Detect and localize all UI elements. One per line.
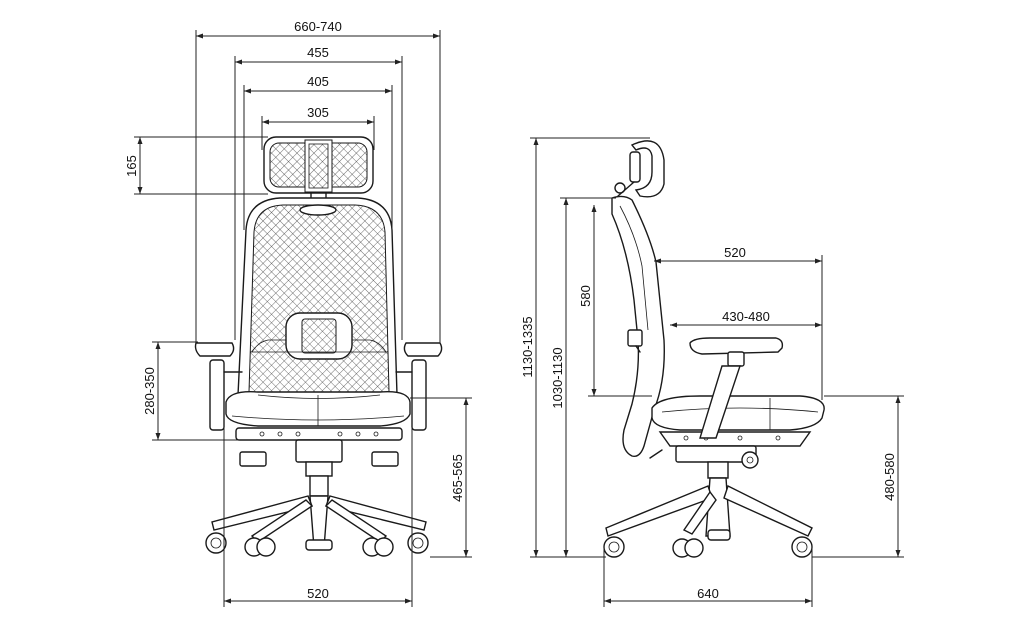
dim-label-headrest-width: 305 bbox=[307, 105, 329, 120]
dim-back-height: 1030-1130 bbox=[550, 197, 616, 557]
dim-base-width: 520 bbox=[223, 400, 413, 607]
dim-headrest-width: 305 bbox=[261, 105, 375, 150]
front-view: 660-740 455 405 305 165 bbox=[124, 19, 472, 607]
side-armrest bbox=[689, 337, 784, 439]
dim-label-headrest-height: 165 bbox=[124, 155, 139, 177]
dim-backrest-inner-width: 405 bbox=[243, 74, 393, 230]
dim-headrest-height: 165 bbox=[124, 136, 268, 195]
dim-overall-height: 1130-1335 bbox=[520, 137, 650, 558]
dim-label-seat-height-front: 465-565 bbox=[450, 454, 465, 502]
side-base bbox=[603, 461, 813, 558]
dim-backrest-height: 580 bbox=[578, 205, 652, 397]
dim-label-overall-height: 1130-1335 bbox=[520, 316, 535, 377]
front-backrest bbox=[237, 197, 398, 396]
front-base bbox=[205, 461, 429, 557]
dim-seat-height-side: 480-580 bbox=[812, 395, 904, 558]
dim-seat-depth: 520 bbox=[654, 245, 823, 400]
dim-label-backrest-height: 580 bbox=[578, 285, 593, 307]
dim-label-base-width: 520 bbox=[307, 586, 329, 601]
dim-label-overall-width: 660-740 bbox=[294, 19, 342, 34]
dim-label-armrest-height: 280-350 bbox=[142, 367, 157, 415]
dim-label-backrest-width: 455 bbox=[307, 45, 329, 60]
side-view: 1130-1335 1030-1130 580 520 430-480 bbox=[520, 137, 904, 607]
side-headrest bbox=[613, 140, 665, 207]
front-armrests bbox=[194, 342, 443, 431]
dim-label-back-height: 1030-1130 bbox=[550, 347, 565, 408]
dim-seat-height-front: 465-565 bbox=[410, 397, 472, 558]
front-headrest bbox=[263, 136, 374, 206]
front-seat bbox=[225, 391, 411, 467]
dim-label-armrest-depth: 430-480 bbox=[722, 309, 770, 324]
dim-armrest-height: 280-350 bbox=[142, 341, 240, 441]
dim-backrest-width: 455 bbox=[234, 45, 403, 340]
side-backrest bbox=[611, 195, 665, 457]
dim-base-depth: 640 bbox=[603, 545, 813, 607]
dim-armrest-depth: 430-480 bbox=[670, 309, 822, 328]
dim-label-backrest-inner-width: 405 bbox=[307, 74, 329, 89]
dim-overall-width: 660-740 bbox=[195, 19, 441, 343]
dim-label-seat-depth: 520 bbox=[724, 245, 746, 260]
dim-label-seat-height-side: 480-580 bbox=[882, 453, 897, 501]
side-seat bbox=[649, 395, 825, 469]
dim-label-base-depth: 640 bbox=[697, 586, 719, 601]
